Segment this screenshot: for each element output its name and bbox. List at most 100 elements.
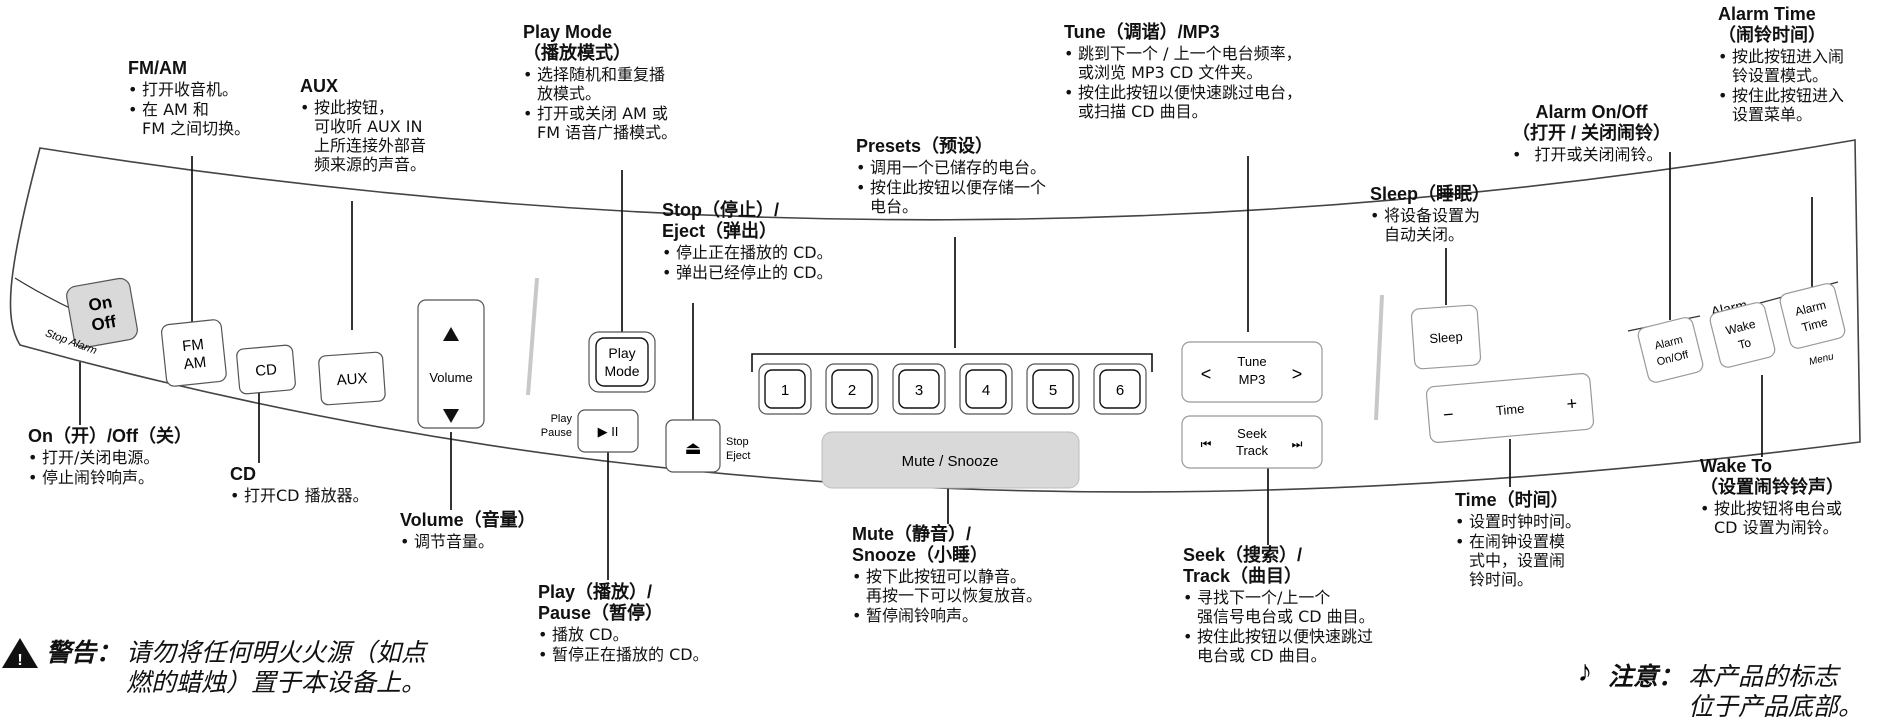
- svg-text:Sleep: Sleep: [1429, 329, 1463, 346]
- volume-up-icon[interactable]: [443, 327, 459, 341]
- svg-text:Time: Time: [1495, 401, 1525, 418]
- callout-on-off: On（开）/Off（关）打开/关闭电源。停止闹铃响声。: [28, 426, 192, 487]
- callout-bullet: 打开/关闭电源。: [28, 448, 192, 467]
- preset-button-1[interactable]: 1: [758, 363, 812, 415]
- callout-presets: Presets（预设）调用一个已储存的电台。按住此按钮以便存储一个 电台。: [856, 136, 1046, 216]
- callout-bullet: 按住此按钮进入 设置菜单。: [1718, 86, 1844, 124]
- svg-text:6: 6: [1116, 382, 1124, 399]
- tune-mp3-button[interactable]: < Tune MP3 >: [1181, 341, 1323, 403]
- warning-label: 警告：: [46, 638, 122, 667]
- fm-am-button[interactable]: FM AM: [161, 319, 227, 387]
- callout-bullet: 将设备设置为 自动关闭。: [1370, 206, 1490, 244]
- svg-text:Track: Track: [1236, 443, 1269, 458]
- music-note-icon: ♪: [1578, 655, 1593, 688]
- stop-eject-label: Eject: [726, 450, 750, 462]
- callout-bullet: 调节音量。: [400, 532, 536, 551]
- svg-text:4: 4: [982, 382, 990, 399]
- svg-text:Off: Off: [90, 312, 118, 335]
- eject-icon: ⏏: [684, 438, 701, 458]
- sleep-button[interactable]: Sleep: [1410, 304, 1482, 370]
- preset-button-6[interactable]: 6: [1093, 363, 1147, 415]
- callout-alarm-on-off: Alarm On/Off （打开 / 关闭闹铃） 打开或关闭闹铃。: [1512, 102, 1671, 164]
- svg-text:AM: AM: [183, 354, 207, 373]
- callout-title: Tune（调谐）/MP3: [1064, 22, 1220, 42]
- cd-button[interactable]: CD: [236, 344, 296, 395]
- preset-buttons[interactable]: 1 2 3 4 5 6: [758, 363, 1147, 415]
- callout-title: Mute（静音）/ Snooze（小睡）: [852, 524, 989, 565]
- callout-bullet: 暂停正在播放的 CD。: [538, 645, 709, 664]
- preset-button-2[interactable]: 2: [825, 363, 879, 415]
- callout-wake-to: Wake To （设置闹铃铃声）按此按钮将电台或 CD 设置为闹铃。: [1700, 456, 1844, 537]
- separator: [1374, 294, 1384, 421]
- play-pause-button[interactable]: ▶ II: [577, 409, 639, 453]
- mute-snooze-button[interactable]: Mute / Snooze: [821, 431, 1080, 489]
- stop-eject-label: Stop: [726, 436, 749, 448]
- seek-forward-icon[interactable]: ⏭: [1292, 437, 1303, 451]
- svg-text:Mute / Snooze: Mute / Snooze: [902, 453, 999, 470]
- callout-bullet: 按此按钮将电台或 CD 设置为闹铃。: [1700, 499, 1844, 537]
- svg-text:5: 5: [1049, 382, 1057, 399]
- callout-bullet: 选择随机和重复播 放模式。: [523, 65, 677, 103]
- svg-text:Time: Time: [1800, 315, 1829, 335]
- time-plus-icon[interactable]: +: [1566, 393, 1578, 414]
- callout-bullet: 按下此按钮可以静音。 再按一下可以恢复放音。: [852, 567, 1042, 605]
- callout-bullet: 打开或关闭闹铃。: [1512, 145, 1671, 164]
- callout-play-mode: Play Mode （播放模式）选择随机和重复播 放模式。打开或关闭 AM 或 …: [523, 22, 677, 142]
- warning-exclamation: !: [17, 652, 22, 669]
- alarm-time-button[interactable]: Alarm Time: [1779, 282, 1847, 350]
- callout-bullet: 按此按钮， 可收听 AUX IN 上所连接外部音 频来源的声音。: [300, 98, 426, 174]
- note-text: 本产品的标志 位于产品底部。: [1688, 662, 1864, 721]
- callout-bullet: 调用一个已储存的电台。: [856, 158, 1046, 177]
- callout-stop-eject: Stop（停止）/ Eject（弹出）停止正在播放的 CD。弹出已经停止的 CD…: [662, 200, 833, 282]
- time-minus-icon[interactable]: −: [1442, 404, 1454, 425]
- callout-bullet: 寻找下一个/上一个 强信号电台或 CD 曲目。: [1183, 588, 1375, 626]
- svg-text:3: 3: [915, 382, 923, 399]
- callout-title: Alarm Time （闹铃时间）: [1718, 4, 1826, 45]
- callout-title: FM/AM: [128, 58, 187, 78]
- preset-button-5[interactable]: 5: [1026, 363, 1080, 415]
- play-mode-button[interactable]: Play Mode: [588, 331, 656, 393]
- wake-to-button[interactable]: Wake To: [1709, 301, 1777, 369]
- stop-eject-button[interactable]: ⏏: [665, 419, 721, 473]
- play-pause-icon: ▶ II: [598, 424, 619, 439]
- volume-rocker[interactable]: Volume: [417, 299, 485, 429]
- svg-text:Mode: Mode: [604, 363, 639, 379]
- callout-sleep: Sleep（睡眠）将设备设置为 自动关闭。: [1370, 184, 1490, 244]
- preset-button-3[interactable]: 3: [892, 363, 946, 415]
- callout-title: Alarm On/Off （打开 / 关闭闹铃）: [1512, 102, 1672, 143]
- time-button[interactable]: − Time +: [1425, 373, 1595, 443]
- seek-back-icon[interactable]: ⏮: [1201, 437, 1212, 451]
- note-notice: 注意： 本产品的标志 位于产品底部。: [1608, 662, 1863, 721]
- callout-bullet: 打开或关闭 AM 或 FM 语音广播模式。: [523, 104, 677, 142]
- callout-aux: AUX按此按钮， 可收听 AUX IN 上所连接外部音 频来源的声音。: [300, 76, 426, 174]
- callout-title: Wake To （设置闹铃铃声）: [1700, 456, 1844, 497]
- callout-title: Sleep（睡眠）: [1370, 184, 1491, 204]
- note-label: 注意：: [1608, 662, 1684, 691]
- on-off-button[interactable]: On Off: [65, 277, 139, 349]
- callout-time: Time（时间）设置时钟时间。在闹钟设置模 式中，设置闹 铃时间。: [1455, 490, 1581, 589]
- volume-down-icon[interactable]: [443, 409, 459, 423]
- callout-title: On（开）/Off（关）: [28, 426, 192, 446]
- callout-title: Stop（停止）/ Eject（弹出）: [662, 200, 779, 241]
- callout-bullet: 按住此按钮以便快速跳过 电台或 CD 曲目。: [1183, 627, 1375, 665]
- seek-track-button[interactable]: ⏮ Seek Track ⏭: [1181, 415, 1323, 469]
- svg-text:Seek: Seek: [1237, 426, 1267, 441]
- callout-bullet: 在 AM 和 FM 之间切换。: [128, 100, 250, 138]
- callout-fm-am: FM/AM打开收音机。在 AM 和 FM 之间切换。: [128, 58, 250, 138]
- tune-up-icon[interactable]: >: [1292, 364, 1303, 384]
- callout-bullet: 按住此按钮以便快速跳过电台， 或扫描 CD 曲目。: [1064, 83, 1302, 121]
- svg-text:On: On: [87, 292, 114, 315]
- callout-title: Play（播放）/ Pause（暂停）: [538, 582, 664, 623]
- callout-title: Seek（搜索）/ Track（曲目）: [1183, 545, 1303, 586]
- tune-down-icon[interactable]: <: [1201, 364, 1212, 384]
- svg-text:CD: CD: [255, 361, 278, 380]
- aux-button[interactable]: AUX: [318, 351, 386, 406]
- volume-label: Volume: [429, 370, 472, 385]
- callout-bullet: 弹出已经停止的 CD。: [662, 263, 833, 282]
- alarm-on-off-button[interactable]: Alarm On/Off: [1637, 316, 1705, 384]
- callout-bullet: 暂停闹铃响声。: [852, 606, 1042, 625]
- callout-bullet: 在闹钟设置模 式中，设置闹 铃时间。: [1455, 532, 1581, 589]
- preset-button-4[interactable]: 4: [959, 363, 1013, 415]
- presets-bracket: [751, 353, 1153, 372]
- svg-text:2: 2: [848, 382, 856, 399]
